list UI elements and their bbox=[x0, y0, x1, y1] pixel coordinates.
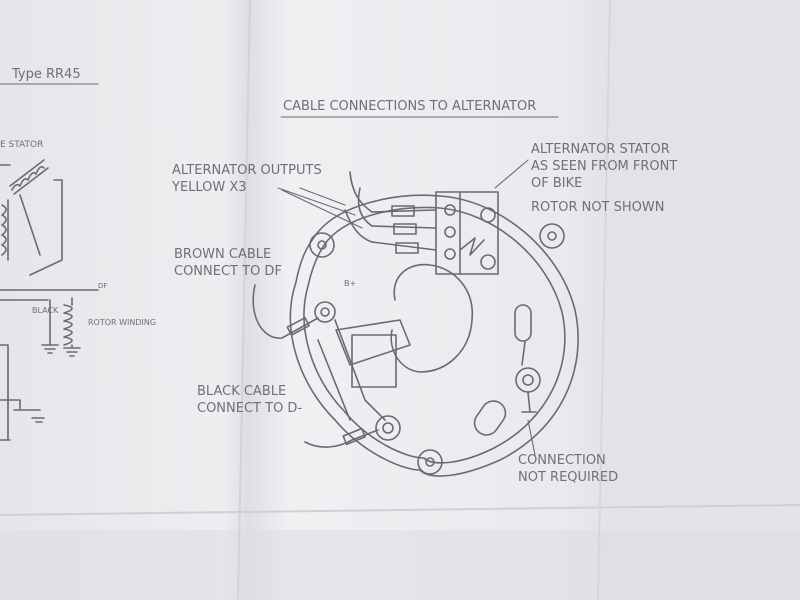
paper-fold-vertical-right bbox=[597, 0, 611, 600]
outputs-label-line2: YELLOW X3 bbox=[171, 180, 247, 195]
lower-ground-wiring bbox=[0, 344, 45, 441]
rail-wires bbox=[0, 289, 99, 301]
rotor-winding-label: ROTOR WINDING bbox=[88, 318, 156, 327]
slot-hole-right bbox=[514, 304, 532, 342]
black-label: BLACK bbox=[32, 306, 59, 315]
paper-bottom-shade bbox=[0, 530, 800, 600]
stator-coil-left bbox=[1, 199, 9, 261]
stator-label: E STATOR bbox=[0, 140, 43, 150]
mount-hole-bottom bbox=[425, 457, 435, 467]
mount-lug-top-left bbox=[309, 232, 335, 258]
rotor-winding-coil bbox=[63, 297, 81, 357]
brush-leads bbox=[317, 319, 386, 421]
output-connector-sleeves bbox=[371, 209, 437, 251]
unused-terminal-lead bbox=[521, 341, 526, 366]
mount-hole-top-right bbox=[547, 231, 557, 241]
paper-fold-vertical-left bbox=[237, 0, 251, 600]
terminal-block bbox=[435, 191, 499, 275]
stator-label-line4: ROTOR NOT SHOWN bbox=[531, 200, 664, 215]
stator-coil-top bbox=[9, 159, 49, 195]
alternator-stator bbox=[252, 171, 579, 477]
unused-terminal-screw bbox=[522, 374, 534, 386]
black-cable bbox=[304, 429, 379, 448]
yellow-output-wires bbox=[344, 171, 373, 243]
black-cable-label-line1: BLACK CABLE bbox=[197, 384, 286, 399]
stator-wiring bbox=[0, 164, 63, 276]
outputs-label-line1: ALTERNATOR OUTPUTS bbox=[172, 163, 322, 178]
stator-outer-outline bbox=[289, 194, 579, 477]
df-terminal-screw bbox=[320, 307, 330, 317]
brown-cable-label-line2: CONNECT TO DF bbox=[174, 264, 282, 279]
connection-label-line1: CONNECTION bbox=[518, 453, 606, 468]
yellow-connector-1 bbox=[391, 205, 415, 217]
leader-lines bbox=[277, 159, 536, 456]
brush-holder bbox=[351, 334, 397, 388]
terminal-screw-5 bbox=[480, 254, 496, 270]
terminal-screw-1 bbox=[444, 204, 456, 216]
connection-label-line2: NOT REQUIRED bbox=[518, 470, 618, 485]
stator-inner-outline bbox=[303, 206, 566, 464]
brown-cable-label-line1: BROWN CABLE bbox=[174, 247, 271, 262]
terminal-screw-3 bbox=[444, 248, 456, 260]
rotor-aperture bbox=[390, 263, 474, 373]
stator-label-line1: ALTERNATOR STATOR bbox=[531, 142, 670, 157]
stator-leader bbox=[494, 159, 529, 189]
mount-lug-top-right bbox=[539, 223, 565, 249]
diagram-title: CABLE CONNECTIONS TO ALTERNATOR bbox=[283, 99, 536, 114]
brush-holder-top bbox=[335, 319, 411, 366]
stator-label-line2: AS SEEN FROM FRONT bbox=[531, 159, 677, 174]
df-terminal-boss bbox=[314, 301, 336, 323]
black-cable-label-line2: CONNECT TO D- bbox=[197, 401, 302, 416]
unused-terminal-tab bbox=[521, 391, 537, 413]
slot-hole-lower bbox=[473, 400, 507, 436]
yellow-connector-2 bbox=[393, 223, 417, 235]
yellow-connector-3 bbox=[395, 242, 419, 254]
paper-fold-horizontal bbox=[0, 504, 800, 516]
terminal-screw-2 bbox=[444, 226, 456, 238]
regulator-schematic: Type RR45 E STATOR BLACK DF ROTOR WINDIN… bbox=[0, 67, 156, 441]
connection-leader bbox=[527, 419, 536, 456]
black-cable-connector bbox=[342, 427, 366, 446]
mount-hole-top-left bbox=[317, 240, 327, 250]
mount-lug-bottom bbox=[417, 449, 443, 475]
brown-cable bbox=[252, 284, 319, 339]
outputs-leader bbox=[277, 187, 363, 229]
df-label: DF bbox=[98, 282, 107, 290]
brown-cable-connector bbox=[286, 316, 310, 336]
d-minus-terminal-boss bbox=[375, 415, 401, 441]
d-minus-terminal-screw bbox=[382, 422, 394, 434]
terminal-screw-4 bbox=[480, 207, 496, 223]
ground-symbol-1 bbox=[41, 299, 59, 354]
terminal-mark: B+ bbox=[344, 279, 356, 288]
terminal-bridge-wire bbox=[459, 237, 485, 256]
type-label: Type RR45 bbox=[11, 67, 81, 82]
stator-label-line3: OF BIKE bbox=[531, 176, 582, 191]
